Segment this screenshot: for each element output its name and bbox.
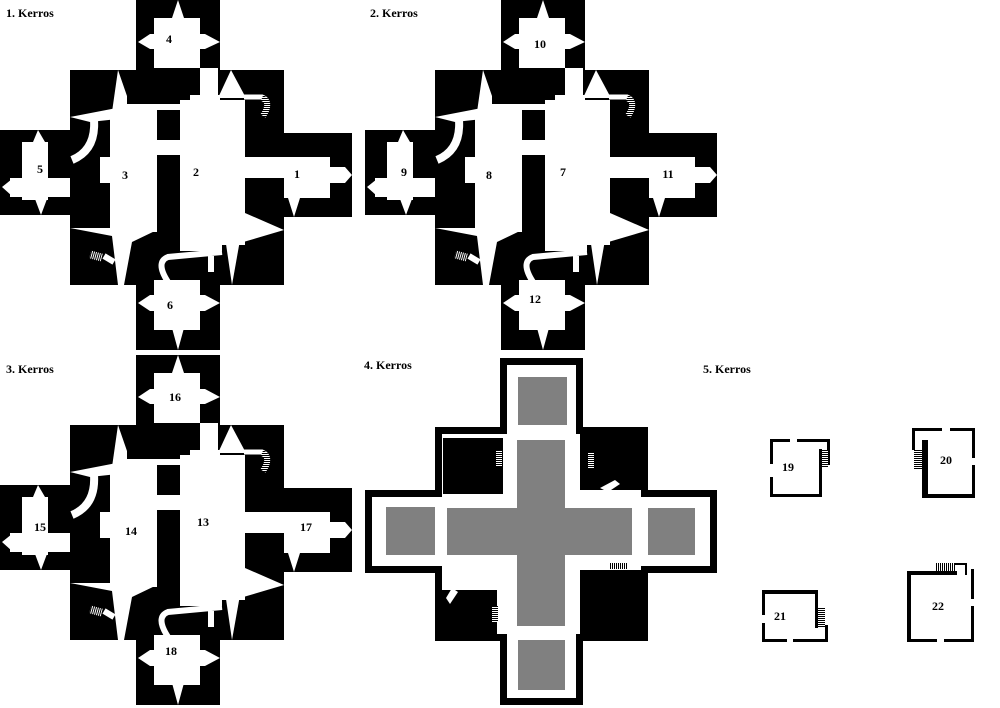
floor-5: 5. Kerros 19 20 21 [703,362,975,642]
stairs-icon [588,452,594,468]
room-label: 8 [486,168,492,182]
stairs-icon [914,450,922,470]
room-label: 17 [300,520,312,534]
room-label: 4 [166,32,172,46]
room-label: 14 [125,524,137,538]
room-20: 20 [912,428,975,498]
stairs-icon [822,450,828,467]
room-label: 9 [401,165,407,179]
room-label: 19 [782,460,794,474]
room-label: 16 [169,390,181,404]
stairs-icon [492,606,498,622]
floor-1: 1. Kerros 1 2 3 4 5 6 [0,0,352,350]
room-label: 6 [167,298,173,312]
room-label: 7 [560,165,566,179]
room-21: 21 [762,590,828,642]
room-label: 18 [165,644,177,658]
stairs-icon [935,563,955,571]
floor-4: 4. Kerros [364,358,717,705]
stairs-icon [496,450,502,466]
stairs-icon [818,607,825,627]
room-19: 19 [770,439,830,497]
floor-3: 3. Kerros 17 13 14 16 15 18 [0,355,352,705]
room-label: 15 [34,520,46,534]
room-label: 20 [940,453,952,467]
stairs-icon [609,563,627,569]
floor-title: 1. Kerros [6,6,54,20]
room-label: 1 [294,167,300,181]
floor-title: 2. Kerros [370,6,418,20]
room-label: 21 [774,609,786,623]
room-label: 22 [932,599,944,613]
room-label: 2 [193,165,199,179]
room-label: 10 [534,37,546,51]
floor-2: 2. Kerros 11 7 8 10 9 12 [365,0,717,350]
solid-masonry [386,377,695,690]
room-label: 3 [122,168,128,182]
floor-title: 3. Kerros [6,362,54,376]
room-22: 22 [907,563,974,642]
room-label: 13 [197,515,209,529]
room-label: 5 [37,162,43,176]
floor-title: 5. Kerros [703,362,751,376]
room-label: 12 [529,292,541,306]
floor-title: 4. Kerros [364,358,412,372]
room-label: 11 [662,167,673,181]
